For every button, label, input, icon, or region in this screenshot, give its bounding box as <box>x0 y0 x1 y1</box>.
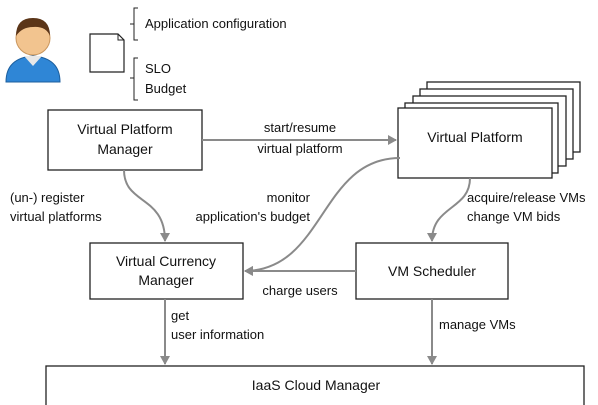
charge-users-label: charge users <box>262 283 338 298</box>
budget-label: Budget <box>145 81 187 96</box>
register-arrow <box>123 169 170 242</box>
start-resume-label-line2: virtual platform <box>257 141 342 156</box>
monitor-label-line1: monitor <box>267 190 311 205</box>
virtual-platform-box <box>397 107 553 179</box>
get-info-label-line1: get <box>171 308 189 323</box>
iaas-cloud-manager-box <box>45 365 585 405</box>
register-label-line1: (un-) register <box>10 190 85 205</box>
iaas-cloud-manager-label: IaaS Cloud Manager <box>252 377 381 393</box>
virtual-platform-label: Virtual Platform <box>427 129 522 145</box>
acquire-label-line2: change VM bids <box>467 209 561 224</box>
config-bracket <box>130 7 138 41</box>
vm-scheduler-label: VM Scheduler <box>388 263 476 279</box>
virtual-platform-stack <box>397 81 581 179</box>
manage-vms-label: manage VMs <box>439 317 516 332</box>
virtual-platform-manager-label-line1: Virtual Platform <box>77 121 172 137</box>
start-resume-label-line1: start/resume <box>264 120 336 135</box>
slo-label: SLO <box>145 61 171 76</box>
virtual-currency-manager-label-line2: Manager <box>138 272 194 288</box>
virtual-currency-manager-box <box>89 242 244 300</box>
slo-budget-bracket <box>130 57 138 101</box>
user-avatar-icon <box>5 18 61 83</box>
get-info-label-line2: user information <box>171 327 264 342</box>
document-icon <box>89 33 125 73</box>
config-label: Application configuration <box>145 16 287 31</box>
monitor-label-line2: application's budget <box>195 209 310 224</box>
register-label-line2: virtual platforms <box>10 209 102 224</box>
acquire-label-line1: acquire/release VMs <box>467 190 586 205</box>
acquire-release-arrow <box>427 177 471 242</box>
virtual-currency-manager-label-line1: Virtual Currency <box>116 253 216 269</box>
virtual-platform-manager-label-line2: Manager <box>97 141 153 157</box>
virtual-platform-manager-box <box>47 109 203 171</box>
monitor-arrow <box>244 157 401 276</box>
